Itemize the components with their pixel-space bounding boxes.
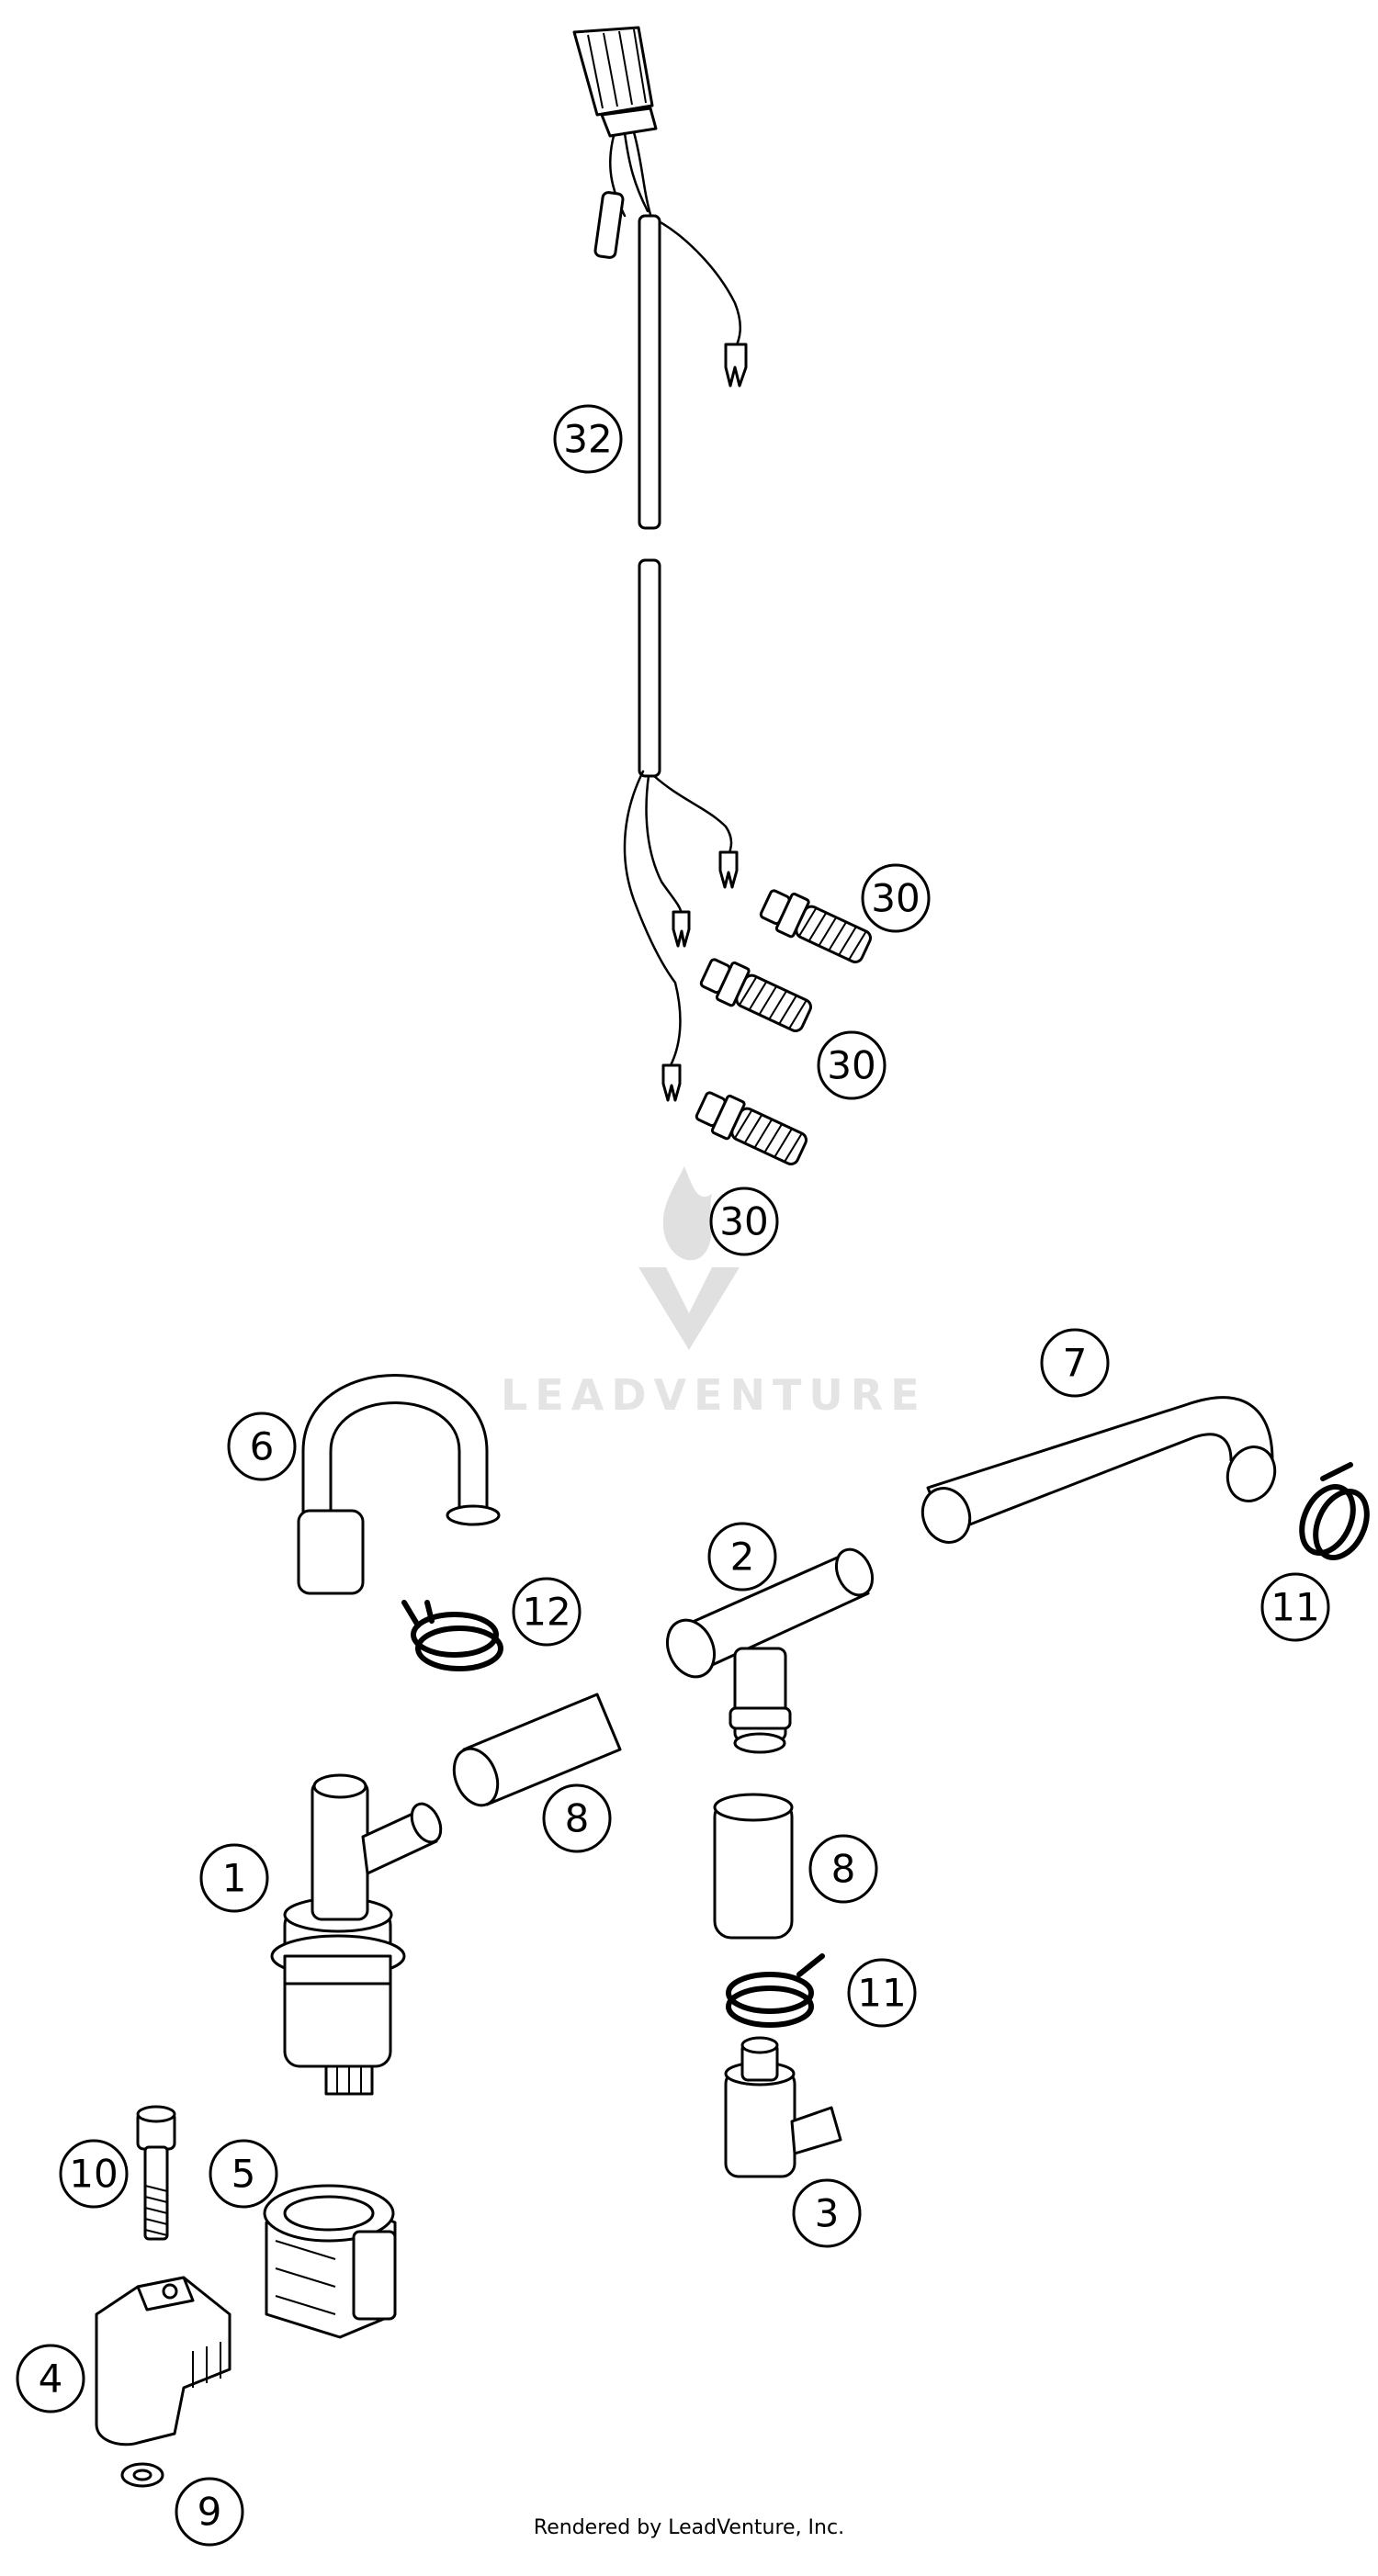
- mounting-clamp: [263, 2184, 397, 2339]
- svg-text:8: 8: [565, 1796, 590, 1841]
- svg-text:11: 11: [857, 1971, 906, 2016]
- bolt: [136, 2105, 176, 2241]
- svg-text:3: 3: [815, 2191, 840, 2236]
- t-fitting: [666, 1547, 875, 1754]
- callout-11-a: 11: [1260, 1572, 1330, 1642]
- hose-clamp-11-right: [1299, 1462, 1370, 1561]
- svg-text:8: 8: [831, 1847, 856, 1892]
- callout-1: 1: [199, 1843, 269, 1913]
- harness-sleeve-lower: [638, 558, 661, 778]
- hose-clamp-11-lower: [726, 1953, 825, 2028]
- u-hose: [297, 1374, 501, 1595]
- svg-text:32: 32: [563, 417, 612, 462]
- harness-sleeve-upper: [638, 214, 661, 530]
- svg-text:2: 2: [730, 1535, 755, 1580]
- callout-7: 7: [1040, 1328, 1110, 1398]
- watermark-brand: LEADVENTURE: [501, 1370, 927, 1420]
- svg-text:9: 9: [198, 2490, 222, 2535]
- watermark-v-icon: [638, 1267, 740, 1350]
- svg-text:6: 6: [250, 1424, 275, 1469]
- hose-clamp-12: [401, 1600, 503, 1671]
- svg-text:7: 7: [1063, 1341, 1088, 1386]
- svg-text:30: 30: [719, 1199, 768, 1244]
- callout-3: 3: [792, 2178, 862, 2248]
- svg-text:5: 5: [232, 2152, 256, 2197]
- elbow-fitting: [724, 2036, 842, 2178]
- svg-text:1: 1: [222, 1856, 247, 1901]
- callout-32: 32: [553, 404, 623, 474]
- wiring-harness: [572, 26, 748, 1102]
- footer-credit: Rendered by LeadVenture, Inc.: [533, 2516, 845, 2539]
- hose-segment-8-upper: [452, 1693, 622, 1807]
- callout-9: 9: [175, 2477, 244, 2547]
- harness-terminal: [593, 191, 625, 259]
- callout-2: 2: [707, 1522, 777, 1592]
- ring-terminal-3: [661, 1063, 682, 1102]
- harness-connector: [572, 26, 654, 117]
- watermark-flame-icon: [662, 1166, 712, 1261]
- svg-text:10: 10: [69, 2152, 118, 2197]
- callout-8-b: 8: [808, 1834, 878, 1904]
- thermostat-housing: [270, 1773, 443, 2096]
- callout-30-c: 30: [709, 1187, 779, 1256]
- ring-terminal-2: [718, 850, 739, 889]
- svg-text:30: 30: [871, 876, 920, 921]
- svg-text:12: 12: [522, 1590, 570, 1635]
- svg-text:4: 4: [39, 2357, 63, 2402]
- watermark: LEADVENTURE: [501, 1166, 927, 1420]
- bracket: [95, 2276, 232, 2447]
- callout-12: 12: [512, 1577, 582, 1647]
- callout-30-a: 30: [861, 863, 931, 933]
- callout-4: 4: [16, 2344, 85, 2413]
- callout-8-a: 8: [542, 1783, 612, 1853]
- temperature-sensor-3: [695, 1091, 808, 1165]
- callout-5: 5: [209, 2139, 278, 2209]
- washer: [120, 2462, 164, 2488]
- ring-terminal-1: [672, 910, 691, 948]
- bent-hose: [921, 1396, 1277, 1544]
- svg-text:11: 11: [1271, 1585, 1319, 1630]
- temperature-sensor-2: [699, 958, 812, 1032]
- hose-segment-8-lower: [713, 1793, 794, 1940]
- callout-30-b: 30: [817, 1030, 887, 1100]
- callout-11-b: 11: [847, 1958, 917, 2028]
- callout-6: 6: [227, 1412, 297, 1481]
- temperature-sensor-1: [759, 889, 872, 963]
- ring-terminal-top: [724, 343, 748, 388]
- svg-text:30: 30: [827, 1043, 875, 1088]
- callout-10: 10: [59, 2139, 129, 2209]
